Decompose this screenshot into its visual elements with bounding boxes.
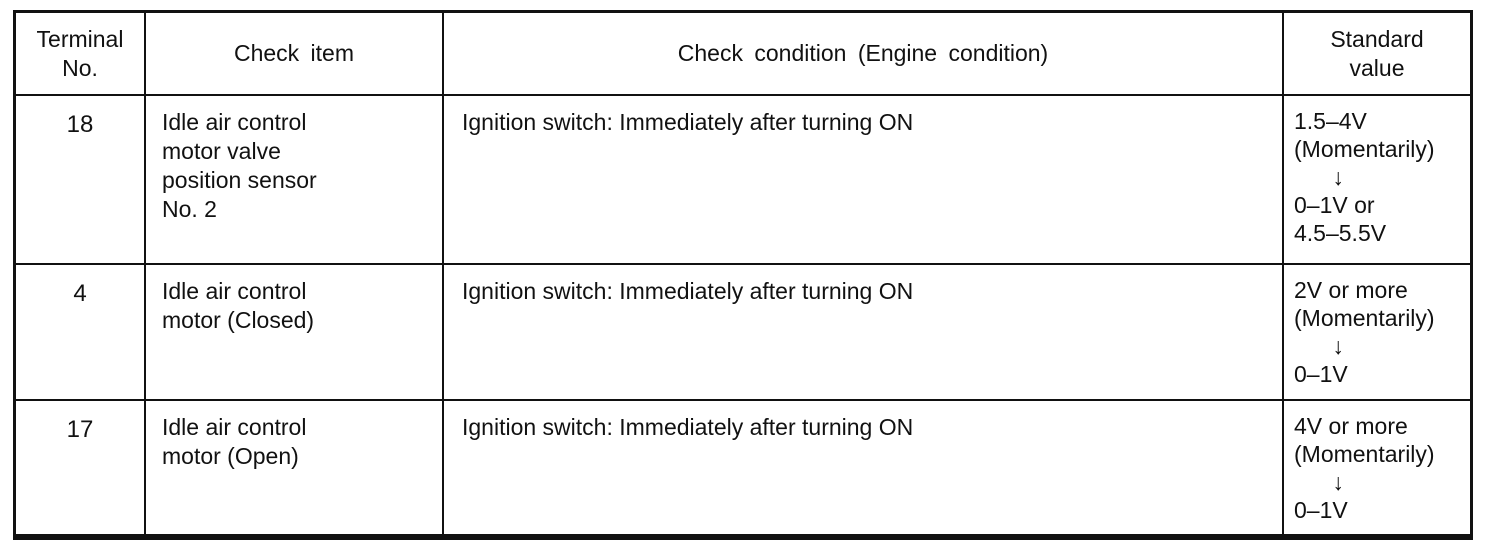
col-header-check-condition: Check condition (Engine condition) (444, 13, 1284, 96)
table-row-3-check-condition: Ignition switch: Immediately after turni… (444, 401, 1284, 534)
col-header-standard-value: Standard value (1284, 13, 1470, 96)
table-row-2-check-item: Idle air control motor (Closed) (146, 265, 444, 401)
table-row-3-check-item: Idle air control motor (Open) (146, 401, 444, 534)
col-header-terminal-no: Terminal No. (16, 13, 146, 96)
table-row-2-check-condition: Ignition switch: Immediately after turni… (444, 265, 1284, 401)
table-row-1-standard-value: 1.5–4V (Momentarily) ↓ 0–1V or 4.5–5.5V (1284, 96, 1470, 265)
table-row-1-check-condition: Ignition switch: Immediately after turni… (444, 96, 1284, 265)
table-row-2-terminal-no: 4 (16, 265, 146, 401)
table-row-3-terminal-no: 17 (16, 401, 146, 534)
table-row-1-check-item: Idle air control motor valve position se… (146, 96, 444, 265)
terminal-check-table: Terminal No. Check item Check condition … (13, 10, 1473, 540)
table-row-1-terminal-no: 18 (16, 96, 146, 265)
table-row-3-standard-value: 4V or more (Momentarily) ↓ 0–1V (1294, 413, 1435, 523)
col-header-check-item: Check item (146, 13, 444, 96)
table-row-2-standard-value: 2V or more (Momentarily) ↓ 0–1V (1284, 265, 1470, 401)
